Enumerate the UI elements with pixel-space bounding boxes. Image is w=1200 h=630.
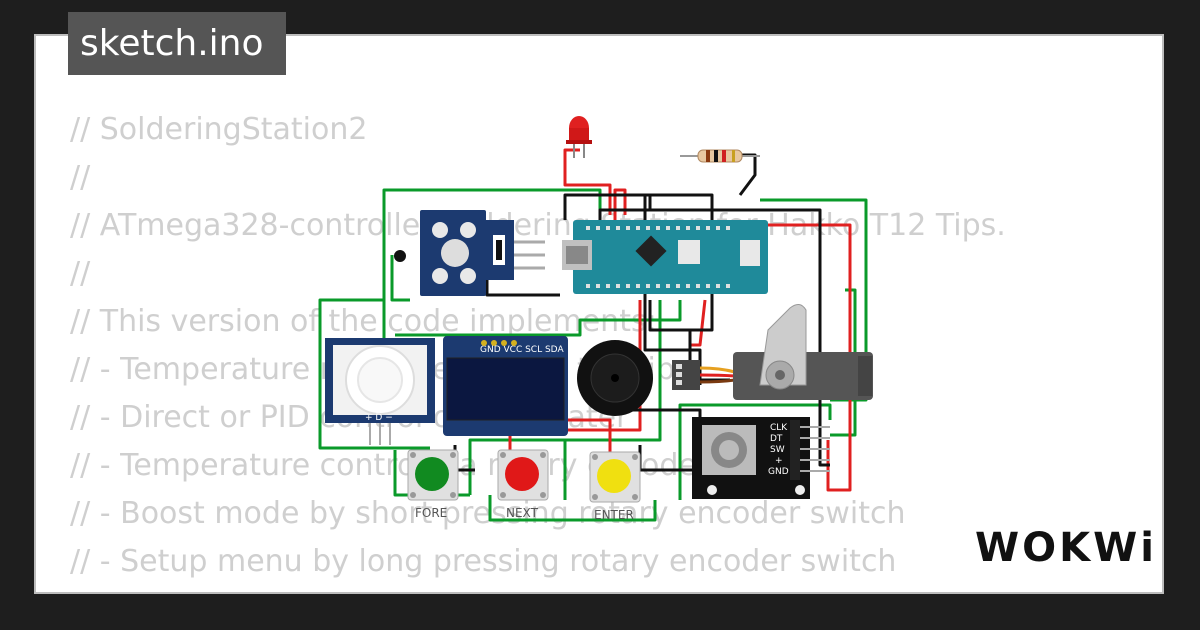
button-fore-label: FORE [415, 506, 447, 520]
button-fore[interactable]: FORE [407, 449, 459, 520]
code-line: // - Boost mode by short pressing rotary… [70, 496, 906, 531]
rotary-encoder[interactable]: CLK DT SW + GND [692, 417, 830, 499]
code-line: // [70, 160, 91, 195]
buzzer[interactable] [577, 340, 653, 416]
encoder-pin-sw: SW [770, 445, 785, 455]
resistor[interactable] [680, 149, 760, 163]
encoder-pin-gnd: GND [768, 467, 789, 477]
encoder-pin-dt: DT [770, 434, 783, 444]
red-led[interactable] [566, 116, 592, 158]
pir-pin-labels: + D − [365, 413, 393, 423]
code-preview: // SolderingStation2 // // ATmega328-con… [70, 106, 1006, 592]
code-line: // SolderingStation2 [70, 112, 368, 147]
pir-sensor[interactable]: + D − [325, 338, 435, 445]
servo-motor[interactable] [672, 304, 873, 400]
code-line: // This version of the code implements: [70, 304, 657, 339]
oled-pin-labels: GND VCC SCL SDA [480, 345, 564, 355]
code-line: // - Setup menu by long pressing rotary … [70, 544, 897, 579]
button-enter-label: ENTER [594, 508, 634, 522]
encoder-pin-vcc: + [775, 456, 783, 466]
wokwi-logo: WOKWi [975, 525, 1157, 571]
code-line: // [70, 256, 91, 291]
arduino-nano[interactable] [562, 220, 768, 294]
encoder-pin-clk: CLK [770, 423, 788, 433]
button-next[interactable]: NEXT [497, 449, 549, 520]
file-tab[interactable]: sketch.ino [68, 12, 286, 75]
oled-display[interactable]: GND VCC SCL SDA [443, 336, 568, 436]
button-next-label: NEXT [506, 506, 539, 520]
button-enter[interactable]: ENTER [589, 451, 641, 522]
tilt-switch-module[interactable] [394, 210, 545, 296]
